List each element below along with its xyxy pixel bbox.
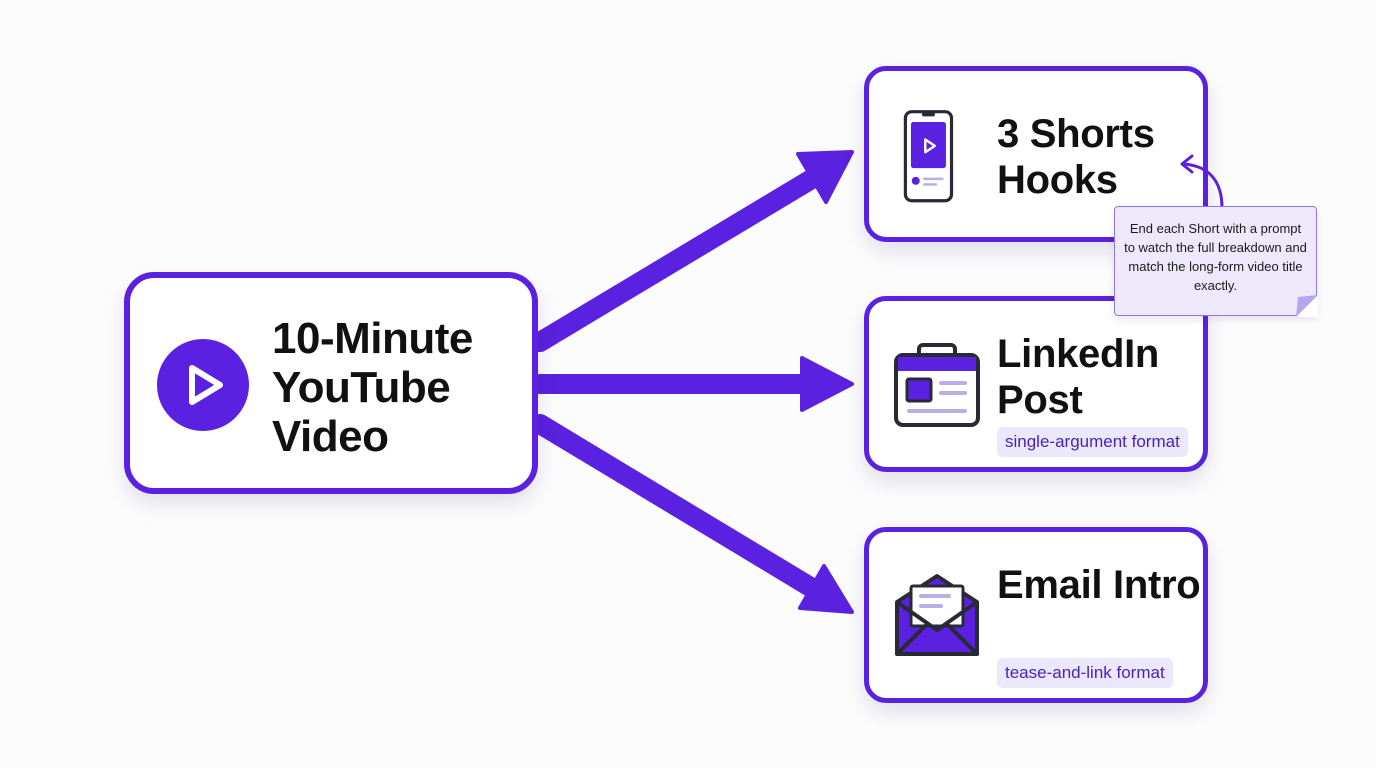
- play-circle-icon: [157, 339, 249, 431]
- note-pointer-arrow: [1180, 154, 1224, 210]
- arrow-to-email: [530, 414, 822, 598]
- arrowhead-shorts: [796, 150, 854, 204]
- source-video-box: 10-Minute YouTube Video: [124, 272, 538, 494]
- arrow-to-shorts: [530, 170, 820, 352]
- envelope-letter-icon: [895, 574, 979, 656]
- format-pill-linkedin: single-argument format: [997, 427, 1188, 457]
- note-fold-corner: [1296, 295, 1318, 317]
- output-title-email: Email Intro: [997, 563, 1201, 607]
- output-title-shorts: 3 Shorts Hooks: [997, 112, 1155, 202]
- source-title: 10-Minute YouTube Video: [272, 314, 473, 461]
- output-box-linkedin: LinkedIn Post single-argument format: [864, 296, 1208, 472]
- tip-note-text: End each Short with a prompt to watch th…: [1124, 221, 1307, 293]
- output-box-email: Email Intro tease-and-link format: [864, 527, 1208, 703]
- arrowhead-linkedin: [800, 356, 854, 412]
- tip-note: End each Short with a prompt to watch th…: [1114, 206, 1318, 317]
- format-pill-email: tease-and-link format: [997, 658, 1173, 688]
- arrowhead-email: [798, 564, 854, 614]
- output-title-linkedin: LinkedIn Post: [997, 332, 1160, 422]
- briefcase-article-icon: [894, 343, 980, 427]
- smartphone-video-icon: [903, 110, 954, 203]
